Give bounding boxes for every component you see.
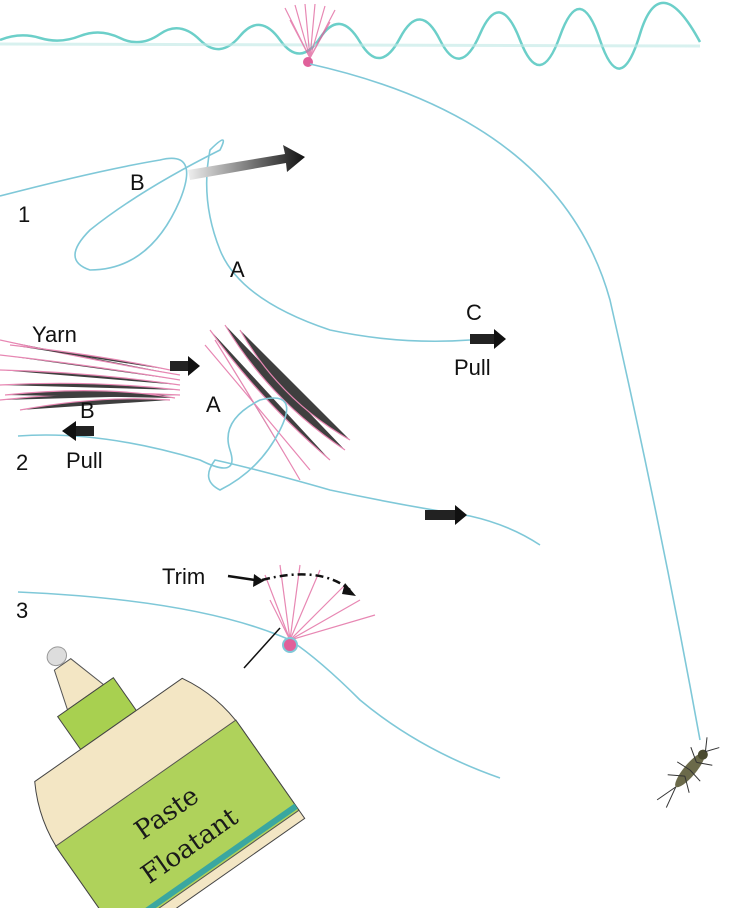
step-number: 1 (18, 202, 30, 227)
yarn-bundle (0, 339, 181, 411)
label-pull: Pull (66, 448, 103, 473)
label-yarn: Yarn (32, 322, 77, 347)
label-a: A (206, 392, 221, 417)
label-c: C (466, 300, 482, 325)
pull-arrow-icon (425, 505, 467, 525)
pull-arrow-icon (62, 421, 94, 441)
step-1: 1 B A C Pull (0, 139, 506, 380)
leader-line (309, 63, 701, 741)
label-pull: Pull (454, 355, 491, 380)
step-number: 2 (16, 450, 28, 475)
pull-arrow-icon (170, 356, 200, 376)
nymph-fly-icon (656, 737, 720, 808)
trimmed-yarn (264, 564, 376, 641)
step-number: 3 (16, 598, 28, 623)
label-b: B (130, 170, 145, 195)
arrow-icon (188, 145, 305, 180)
yarn-tied (204, 324, 351, 481)
step-3: Trim 3 (16, 564, 501, 779)
label-b: B (80, 398, 95, 423)
paste-floatant-bottle: Paste Floatant (34, 646, 306, 908)
water-surface (0, 1, 702, 70)
pull-arrow-icon (470, 329, 506, 349)
step-2: Yarn A B 2 Pull (0, 322, 541, 546)
floating-yarn-indicator (284, 3, 336, 67)
label-trim: Trim (162, 564, 205, 589)
label-a: A (230, 257, 245, 282)
